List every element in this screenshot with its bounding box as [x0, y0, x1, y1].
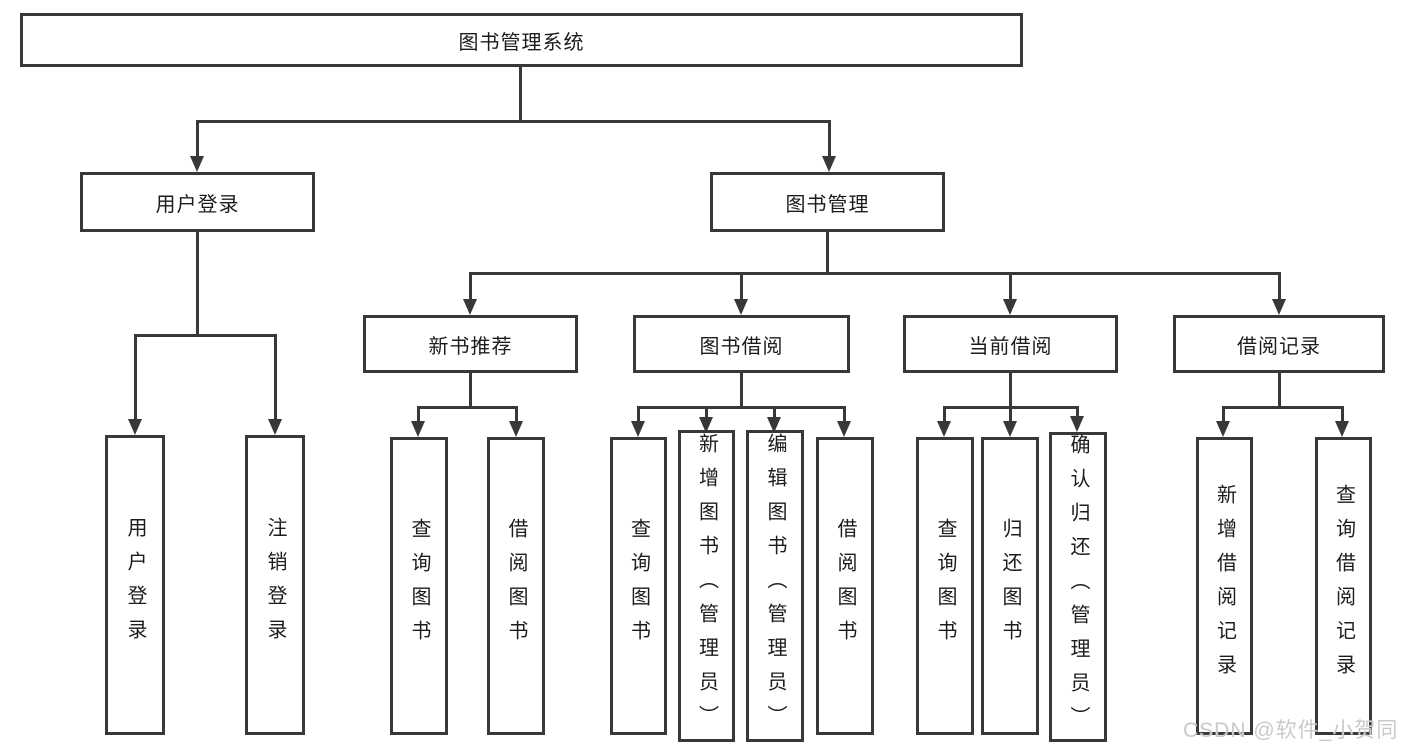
connector-drop-rec-query — [417, 406, 420, 422]
leaf-logout-label: 注销登录 — [264, 517, 286, 653]
leaf-bor-query-books: 查询图书 — [610, 437, 667, 735]
arrowhead-leaf-user-login — [128, 419, 142, 435]
connector-current-stem — [1009, 373, 1012, 409]
arrowhead-book-borrow — [734, 299, 748, 315]
connector-userlogin-stem — [196, 232, 199, 337]
connector-drop-user-login — [196, 120, 199, 158]
connector-borrowing-rail — [637, 406, 846, 409]
leaf-rec-borrow-books-label: 借阅图书 — [505, 518, 527, 654]
connector-drop-bor-borrow — [843, 406, 846, 422]
leaf-rec-borrow-books: 借阅图书 — [487, 437, 545, 735]
leaf-bor-borrow-books-label: 借阅图书 — [834, 518, 856, 654]
connector-userlogin-rail — [134, 334, 277, 337]
arrowhead-bor-query — [631, 421, 645, 437]
connector-drop-rec-query-record — [1341, 406, 1344, 422]
connector-drop-bor-add — [705, 406, 708, 418]
leaf-rec-query-books: 查询图书 — [390, 437, 448, 735]
leaf-query-borrow-record-label: 查询借阅记录 — [1332, 484, 1355, 688]
arrowhead-rec-query — [411, 421, 425, 437]
connector-drop-cur-query — [943, 406, 946, 422]
node-borrowing-records: 借阅记录 — [1173, 315, 1385, 373]
node-book-management: 图书管理 — [710, 172, 945, 232]
leaf-user-login-label: 用户登录 — [124, 517, 146, 653]
connector-borrowing-stem — [740, 373, 743, 409]
connector-drop-rec-add-record — [1222, 406, 1225, 422]
connector-bookmgmt-rail — [469, 272, 1281, 275]
connector-root-rail — [196, 120, 831, 123]
connector-newbook-rail — [417, 406, 518, 409]
connector-drop-leaf-logout — [274, 334, 277, 420]
leaf-cur-confirm-return-admin: 确认归还（管理员） — [1049, 432, 1107, 742]
connector-drop-leaf-user-login — [134, 334, 137, 420]
leaf-bor-add-books-admin: 新增图书（管理员） — [678, 430, 735, 742]
leaf-add-borrow-record: 新增借阅记录 — [1196, 437, 1253, 735]
connector-bookmgmt-stem — [826, 232, 829, 275]
connector-drop-borrow-records — [1278, 272, 1281, 301]
connector-drop-book-borrow — [740, 272, 743, 301]
arrowhead-cur-return — [1003, 421, 1017, 437]
node-book-borrowing: 图书借阅 — [633, 315, 850, 373]
leaf-rec-query-books-label: 查询图书 — [408, 518, 430, 654]
connector-records-stem — [1278, 373, 1281, 409]
leaf-cur-confirm-return-admin-label: 确认归还（管理员） — [1067, 434, 1089, 740]
node-user-login: 用户登录 — [80, 172, 315, 232]
leaf-cur-query-books-label: 查询图书 — [934, 518, 956, 654]
leaf-cur-return-books-label: 归还图书 — [999, 518, 1021, 654]
connector-drop-new-book — [469, 272, 472, 301]
arrowhead-cur-query — [937, 421, 951, 437]
connector-records-rail — [1222, 406, 1344, 409]
leaf-bor-add-books-admin-label: 新增图书（管理员） — [695, 433, 718, 739]
arrowhead-rec-borrow — [509, 421, 523, 437]
leaf-user-login: 用户登录 — [105, 435, 165, 735]
arrowhead-book-management — [822, 156, 836, 172]
arrowhead-user-login — [190, 156, 204, 172]
connector-drop-bor-query — [637, 406, 640, 422]
connector-newbook-stem — [469, 373, 472, 409]
connector-root-stem — [519, 67, 522, 121]
node-current-borrowing: 当前借阅 — [903, 315, 1118, 373]
leaf-logout: 注销登录 — [245, 435, 305, 735]
leaf-cur-return-books: 归还图书 — [981, 437, 1039, 735]
node-library-management-system: 图书管理系统 — [20, 13, 1023, 67]
leaf-cur-query-books: 查询图书 — [916, 437, 974, 735]
arrowhead-current-borrow — [1003, 299, 1017, 315]
connector-drop-book-management — [828, 120, 831, 158]
node-new-book-recommendation: 新书推荐 — [363, 315, 578, 373]
arrowhead-rec-query-record — [1335, 421, 1349, 437]
arrowhead-cur-confirm — [1070, 416, 1084, 432]
arrowhead-bor-borrow — [837, 421, 851, 437]
arrowhead-bor-add — [699, 417, 713, 433]
connector-drop-cur-return — [1009, 406, 1012, 422]
connector-drop-current-borrow — [1009, 272, 1012, 301]
leaf-bor-borrow-books: 借阅图书 — [816, 437, 874, 735]
arrowhead-bor-edit — [767, 417, 781, 433]
arrowhead-rec-add-record — [1216, 421, 1230, 437]
arrowhead-leaf-logout — [268, 419, 282, 435]
csdn-watermark: CSDN @软件_小贺同学 — [1183, 719, 1399, 742]
leaf-bor-edit-books-admin-label: 编辑图书（管理员） — [764, 433, 786, 739]
connector-drop-rec-borrow — [515, 406, 518, 422]
leaf-bor-query-books-label: 查询图书 — [627, 518, 650, 654]
leaf-add-borrow-record-label: 新增借阅记录 — [1213, 484, 1236, 688]
leaf-bor-edit-books-admin: 编辑图书（管理员） — [746, 430, 804, 742]
connector-drop-bor-edit — [773, 406, 776, 418]
arrowhead-borrow-records — [1272, 299, 1286, 315]
arrowhead-new-book — [463, 299, 477, 315]
connector-drop-cur-confirm — [1076, 406, 1079, 418]
leaf-query-borrow-record: 查询借阅记录 — [1315, 437, 1372, 735]
